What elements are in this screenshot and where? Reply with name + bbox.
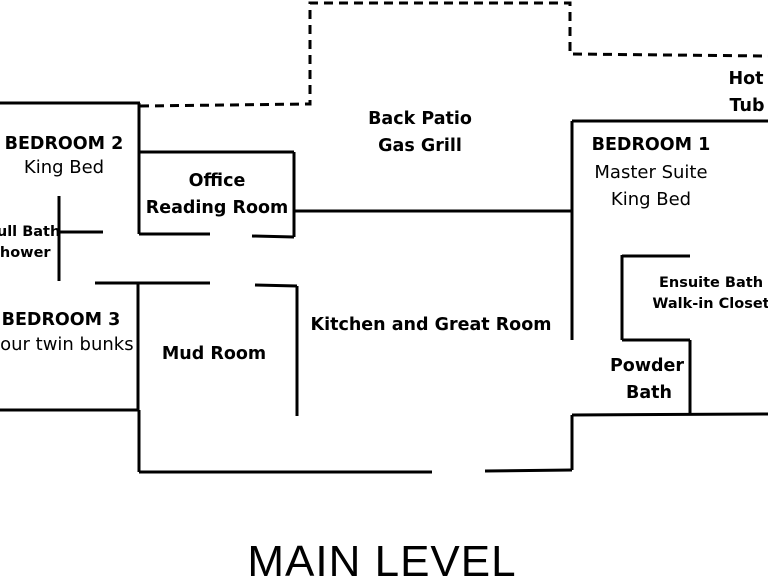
bedroom-3-label: BEDROOM 3 (2, 310, 121, 330)
office-sublabel: Reading Room (146, 198, 289, 218)
bedroom-2-detail: King Bed (24, 157, 104, 178)
office-label: Office (189, 171, 246, 191)
ensuite-label: Ensuite Bath (659, 275, 763, 291)
plan-title: MAIN LEVEL (247, 537, 516, 576)
bedroom-1-detail-1: Master Suite (594, 162, 707, 183)
bedroom-1-detail-2: King Bed (611, 189, 691, 210)
powder-bath-sublabel: Bath (626, 383, 672, 403)
powder-bath-label: Powder (610, 356, 684, 376)
bedroom-3-detail: Four twin bunks (0, 334, 134, 355)
mud-room-label: Mud Room (162, 344, 266, 364)
hot-tub-sublabel: Tub (730, 96, 765, 116)
walls (0, 101, 768, 474)
back-patio-label: Back Patio (368, 109, 472, 129)
kitchen-label: Kitchen and Great Room (311, 315, 552, 335)
hot-tub-label: Hot (728, 69, 763, 89)
patio-outline (139, 1, 768, 108)
bedroom-1-label: BEDROOM 1 (592, 135, 711, 155)
bedroom-2-label: BEDROOM 2 (5, 134, 124, 154)
full-bath-sublabel: Shower (0, 245, 51, 261)
ensuite-sublabel: Walk-in Closet (652, 296, 768, 312)
full-bath-label: Full Bath (0, 224, 60, 240)
back-patio-sublabel: Gas Grill (378, 136, 462, 156)
